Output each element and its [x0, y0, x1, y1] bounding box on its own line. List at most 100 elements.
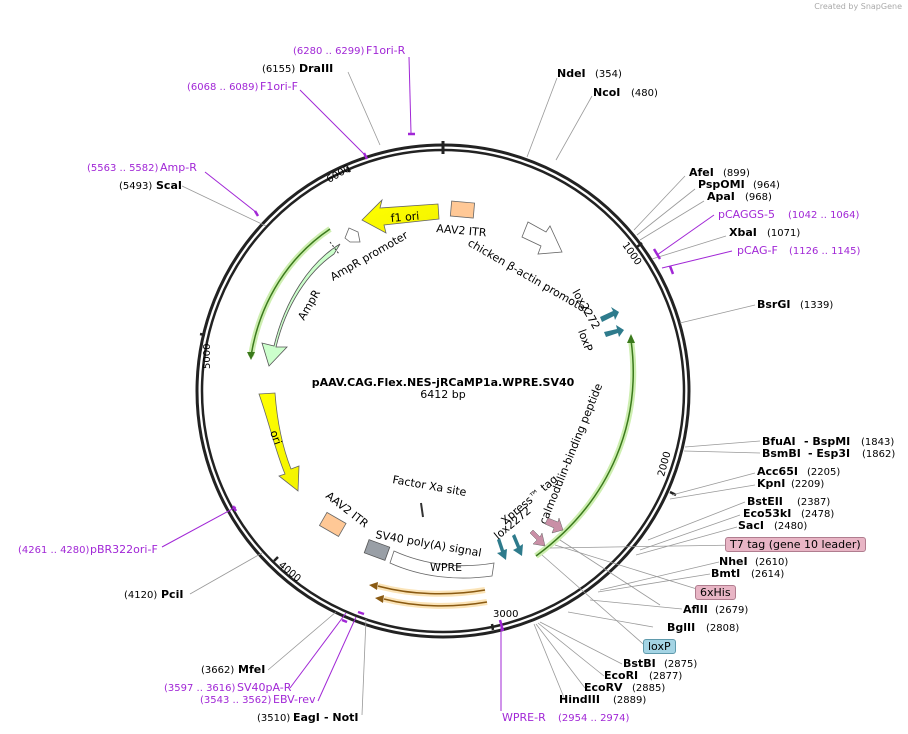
- site-xbai-name: XbaI: [729, 226, 757, 239]
- primer-f1orir-pos: (6280 .. 6299): [293, 46, 365, 57]
- feature-wpre-label: WPRE: [430, 561, 462, 574]
- site-scai-pos: (5493): [119, 181, 152, 192]
- primer-ampr-pos: (5563 .. 5582): [87, 163, 159, 174]
- site-eagi-name: EagI: [293, 711, 320, 724]
- site-draiii-name: DraIII: [299, 62, 333, 75]
- site-bmti-pos: (2614): [751, 569, 784, 580]
- tick-3000: 3000: [493, 609, 518, 620]
- site-mfei-pos: (3662): [201, 665, 234, 676]
- feature-orange-arc-2-line: [383, 598, 488, 607]
- primer-pcaggs5-pos: (1042 .. 1064): [788, 210, 860, 221]
- site-acc65i-pos: (2205): [807, 467, 840, 478]
- site-bstbi-name: BstBI: [623, 657, 656, 670]
- site-kpni-name: KpnI: [757, 477, 785, 490]
- site-bmti-name: BmtI: [711, 567, 740, 580]
- feature-ampr-outer-head: [247, 352, 255, 360]
- site-ndei-pos: (354): [595, 69, 622, 80]
- primer-ebvrev-name: EBV-rev: [273, 693, 316, 706]
- site-bsrgi-name: BsrGI: [757, 298, 790, 311]
- primer-wprer-pos: (2954 .. 2974): [558, 713, 630, 724]
- primer-sv40par-name: SV40pA-R: [237, 681, 292, 694]
- site-bfuai-name: BfuAI: [762, 435, 796, 448]
- site-pspomi-pos: (964): [753, 180, 780, 191]
- feature-cba-arrow: [521, 221, 563, 255]
- feature-orange-arc-1-head: [369, 582, 378, 590]
- site-bspmi-name: - BspMI: [804, 435, 850, 448]
- site-nhei-pos: (2610): [755, 557, 788, 568]
- site-bfuai-pos: (1843): [861, 437, 894, 448]
- site-saci-name: SacI: [738, 519, 764, 532]
- feature-f1ori-label: f1 ori: [390, 210, 420, 225]
- site-bsrgi-pos: (1339): [800, 300, 833, 311]
- site-apai-name: ApaI: [707, 190, 735, 203]
- feature-factorxa-mark: [420, 502, 424, 518]
- feature-teal-arrow-1: [512, 534, 523, 556]
- feature-cbp-outer-line: [535, 339, 634, 557]
- site-eagi-pos: (3510): [257, 713, 290, 724]
- site-eco53ki-pos: (2478): [801, 509, 834, 520]
- site-scai-name: ScaI: [156, 179, 182, 192]
- site-ecori-name: EcoRI: [604, 669, 638, 682]
- feature-ampr-arrow: [261, 243, 341, 367]
- feature-loxp-top-arrow: [604, 325, 624, 337]
- site-ncoi-name: NcoI: [593, 86, 620, 99]
- site-pcii-name: PciI: [161, 588, 183, 601]
- primer-pbr322orif-name: pBR322ori-F: [90, 543, 158, 556]
- feature-loxp-top-label: loxP: [575, 328, 595, 354]
- site-nhei-name: NheI: [719, 555, 748, 568]
- site-eco53ki-name: Eco53kI: [743, 507, 791, 520]
- site-bstbi-pos: (2875): [664, 659, 697, 670]
- site-ndei-name: NdeI: [557, 67, 586, 80]
- site-leaders: [181, 71, 761, 716]
- primer-ampr-name: Amp-R: [160, 161, 197, 174]
- site-afei-pos: (899): [723, 168, 750, 179]
- site-ecori-pos: (2877): [649, 671, 682, 682]
- tick-4000: 4000: [276, 560, 303, 585]
- feature-ampr-divider: [329, 241, 340, 255]
- feature-aav2itr-top-box: [449, 200, 475, 219]
- site-pcii-pos: (4120): [124, 590, 157, 601]
- feature-pink-arrow-1: [544, 517, 564, 534]
- site-noti-name: - NotI: [324, 711, 359, 724]
- site-acc65i-name: Acc65I: [757, 465, 798, 478]
- site-esp3i-name: - Esp3I: [808, 447, 850, 460]
- feature-orange-arc-2-head: [375, 595, 384, 603]
- tick-5000: 5000: [202, 344, 213, 369]
- plasmid-size: 6412 bp: [420, 388, 465, 401]
- feature-ori-arrow: [258, 392, 300, 492]
- site-kpni-pos: (2209): [791, 479, 824, 490]
- badge-6xhis: 6xHis: [695, 585, 736, 600]
- feature-aav2itr-bot-box: [318, 511, 347, 537]
- primer-f1orif-pos: (6068 .. 6089): [187, 82, 259, 93]
- site-saci-pos: (2480): [774, 521, 807, 532]
- primer-pcaggs5-name: pCAGGS-5: [718, 208, 775, 221]
- site-bsmbi-name: BsmBI: [762, 447, 801, 460]
- site-draiii-pos: (6155): [262, 64, 295, 75]
- feature-wpre-box: [389, 550, 495, 579]
- feature-lox2272-top-arrow: [600, 307, 619, 322]
- site-aflii-name: AflII: [683, 603, 708, 616]
- feature-ampr-promoter-label: AmpR promoter: [328, 228, 411, 283]
- site-apai-pos: (968): [745, 192, 772, 203]
- site-ecorv-pos: (2885): [632, 683, 665, 694]
- feature-ampr-label: AmpR: [295, 287, 323, 322]
- snapgene-credit: Created by SnapGene: [814, 2, 902, 11]
- site-hindiii-pos: (2889): [613, 695, 646, 706]
- tick-2000: 2000: [656, 450, 673, 477]
- feature-ori-label: ori: [267, 429, 284, 447]
- feature-factorxa-label: Factor Xa site: [391, 473, 467, 499]
- feature-cbp-label: calmodulin-binding peptide: [537, 381, 606, 526]
- feature-f1ori-arrow: [361, 198, 440, 234]
- primer-pcagf-pos: (1126 .. 1145): [789, 246, 861, 257]
- feature-sv40-box: [363, 539, 391, 561]
- feature-cbp-outer-head: [627, 334, 635, 343]
- primer-leaders: [161, 56, 733, 711]
- site-pspomi-name: PspOMI: [698, 178, 745, 191]
- site-bsteii-name: BstEII: [747, 495, 783, 508]
- site-xbai-pos: (1071): [767, 228, 800, 239]
- badge-loxp: loxP: [643, 639, 676, 654]
- primer-wprer-name: WPRE-R: [502, 711, 546, 724]
- site-aflii-pos: (2679): [715, 605, 748, 616]
- plasmid-name: pAAV.CAG.Flex.NES-jRCaMP1a.WPRE.SV40: [312, 376, 575, 389]
